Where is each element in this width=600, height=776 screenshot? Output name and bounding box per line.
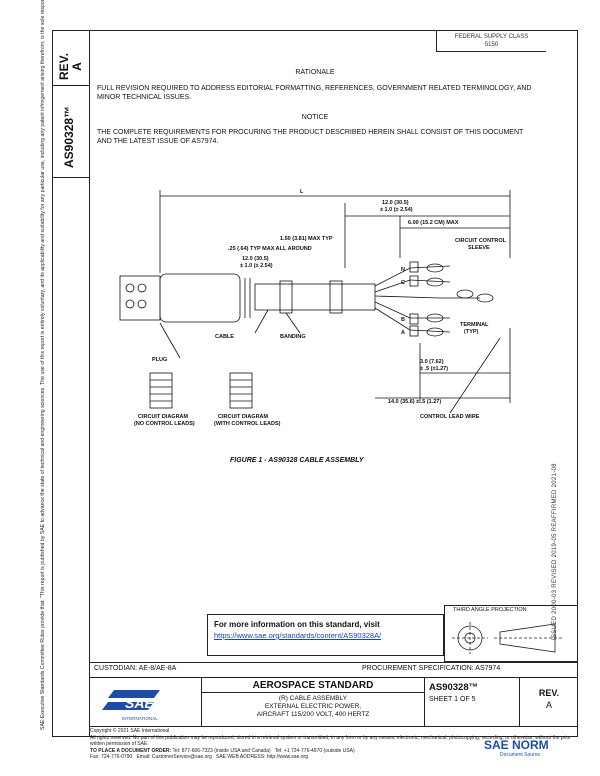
legal-notice: SAE Executive Standards Committee Rules …	[40, 0, 46, 730]
info-title: For more information on this standard, v…	[214, 620, 380, 629]
federal-supply-class-box: FEDERAL SUPPLY CLASS 5150	[436, 30, 546, 52]
doc-number-cell: AS90328™ SHEET 1 OF 5	[425, 678, 520, 726]
dim-14: 14.0 (35.6) ± .5 (1.27)	[388, 399, 441, 405]
rev-cell: REV. A	[520, 678, 578, 726]
dim-3-2: ± .5 (±1.27)	[420, 366, 448, 372]
third-angle-projection-icon	[452, 622, 562, 654]
notice-text: THE COMPLETE REQUIREMENTS FOR PROCURING …	[97, 129, 524, 145]
dim-150: 1.50 (3.81) MAX TYP	[280, 236, 333, 242]
rationale-heading: RATIONALE	[295, 69, 335, 76]
sleeve-label-2: SLEEVE	[468, 245, 490, 251]
dim-L: L	[300, 189, 304, 195]
svg-text:SAE: SAE	[125, 695, 154, 711]
dim-3-1: 3.0 (7.62)	[420, 359, 444, 365]
projection-box	[444, 605, 578, 662]
cable-assembly-drawing: L 12.0 (30.5) ± 1.0 (± 2.54) 6.00 (15.2 …	[119, 189, 511, 427]
diag1-label-1: CIRCUIT DIAGRAM	[138, 414, 189, 420]
title-block-bottom	[90, 726, 578, 727]
standard-link[interactable]: https://www.sae.org/standards/content/AS…	[214, 631, 382, 640]
custodian-row	[90, 662, 578, 678]
wire-A: A	[401, 330, 405, 336]
sleeve-label-1: CIRCUIT CONTROL	[455, 238, 507, 244]
notice-heading: NOTICE	[301, 114, 329, 121]
dim-12-mid-1: 12.0 (30.5)	[242, 256, 269, 262]
procurement-spec: PROCUREMENT SPECIFICATION: AS7974	[362, 665, 501, 672]
standard-title: AEROSPACE STANDARD	[202, 678, 424, 693]
standard-cell: AEROSPACE STANDARD (R) CABLE ASSEMBLY EX…	[202, 678, 425, 726]
banding-label: BANDING	[280, 334, 306, 340]
dim-12-top-2: ± 1.0 (± 2.54)	[380, 207, 413, 213]
plug-label: PLUG	[152, 357, 167, 363]
sheet-number: SHEET 1 OF 5	[429, 696, 476, 703]
diag1-label-2: (NO CONTROL LEADS)	[134, 421, 195, 427]
rationale-text: FULL REVISION REQUIRED TO ADDRESS EDITOR…	[97, 85, 532, 101]
terminal-label-2: (TYP)	[464, 329, 479, 335]
cable-label: CABLE	[215, 334, 234, 340]
wire-N: N	[401, 267, 405, 273]
rev-heading: REV.	[538, 688, 560, 698]
rev-value: A	[545, 700, 552, 710]
page-frame	[52, 30, 578, 737]
wire-B: B	[401, 317, 405, 323]
watermark-sub: Document Source	[500, 752, 541, 758]
sae-logo-cell: SAE INTERNATIONAL	[90, 678, 202, 726]
terminal-label-1: TERMINAL	[460, 322, 489, 328]
doc-number-side: AS90328™	[62, 105, 76, 168]
watermark: SAE NORM	[484, 738, 549, 752]
projection-label: THIRD ANGLE PROJECTION	[453, 607, 527, 613]
svg-text:INTERNATIONAL: INTERNATIONAL	[122, 716, 158, 721]
dim-6: 6.00 (15.2 CM) MAX	[408, 220, 459, 226]
sae-logo: SAE INTERNATIONAL	[102, 690, 160, 721]
figure-caption: FIGURE 1 - AS90328 CABLE ASSEMBLY	[230, 457, 364, 464]
rev-box	[52, 30, 90, 86]
dim-12-top-1: 12.0 (30.5)	[382, 200, 409, 206]
diag2-label-2: (WITH CONTROL LEADS)	[214, 421, 281, 427]
custodian: CUSTODIAN: AE-8/AE-8A	[94, 665, 177, 672]
doc-number-box	[52, 86, 90, 178]
wire-C: C	[401, 280, 405, 286]
left-column	[52, 30, 90, 737]
dim-025: .25 (.64) TYP MAX ALL AROUND	[228, 246, 312, 252]
diag2-label-1: CIRCUIT DIAGRAM	[218, 414, 269, 420]
standard-description: (R) CABLE ASSEMBLY EXTERNAL ELECTRIC POW…	[256, 695, 370, 718]
info-box: For more information on this standard, v…	[207, 614, 444, 656]
footer: Copyright © 2021 SAE International All r…	[90, 728, 571, 760]
doc-number: AS90328™	[429, 682, 479, 693]
rev-side-label: REV.A	[57, 53, 84, 80]
dim-12-mid-2: ± 1.0 (± 2.54)	[240, 263, 273, 269]
control-lead-label: CONTROL LEAD WIRE	[420, 414, 480, 420]
